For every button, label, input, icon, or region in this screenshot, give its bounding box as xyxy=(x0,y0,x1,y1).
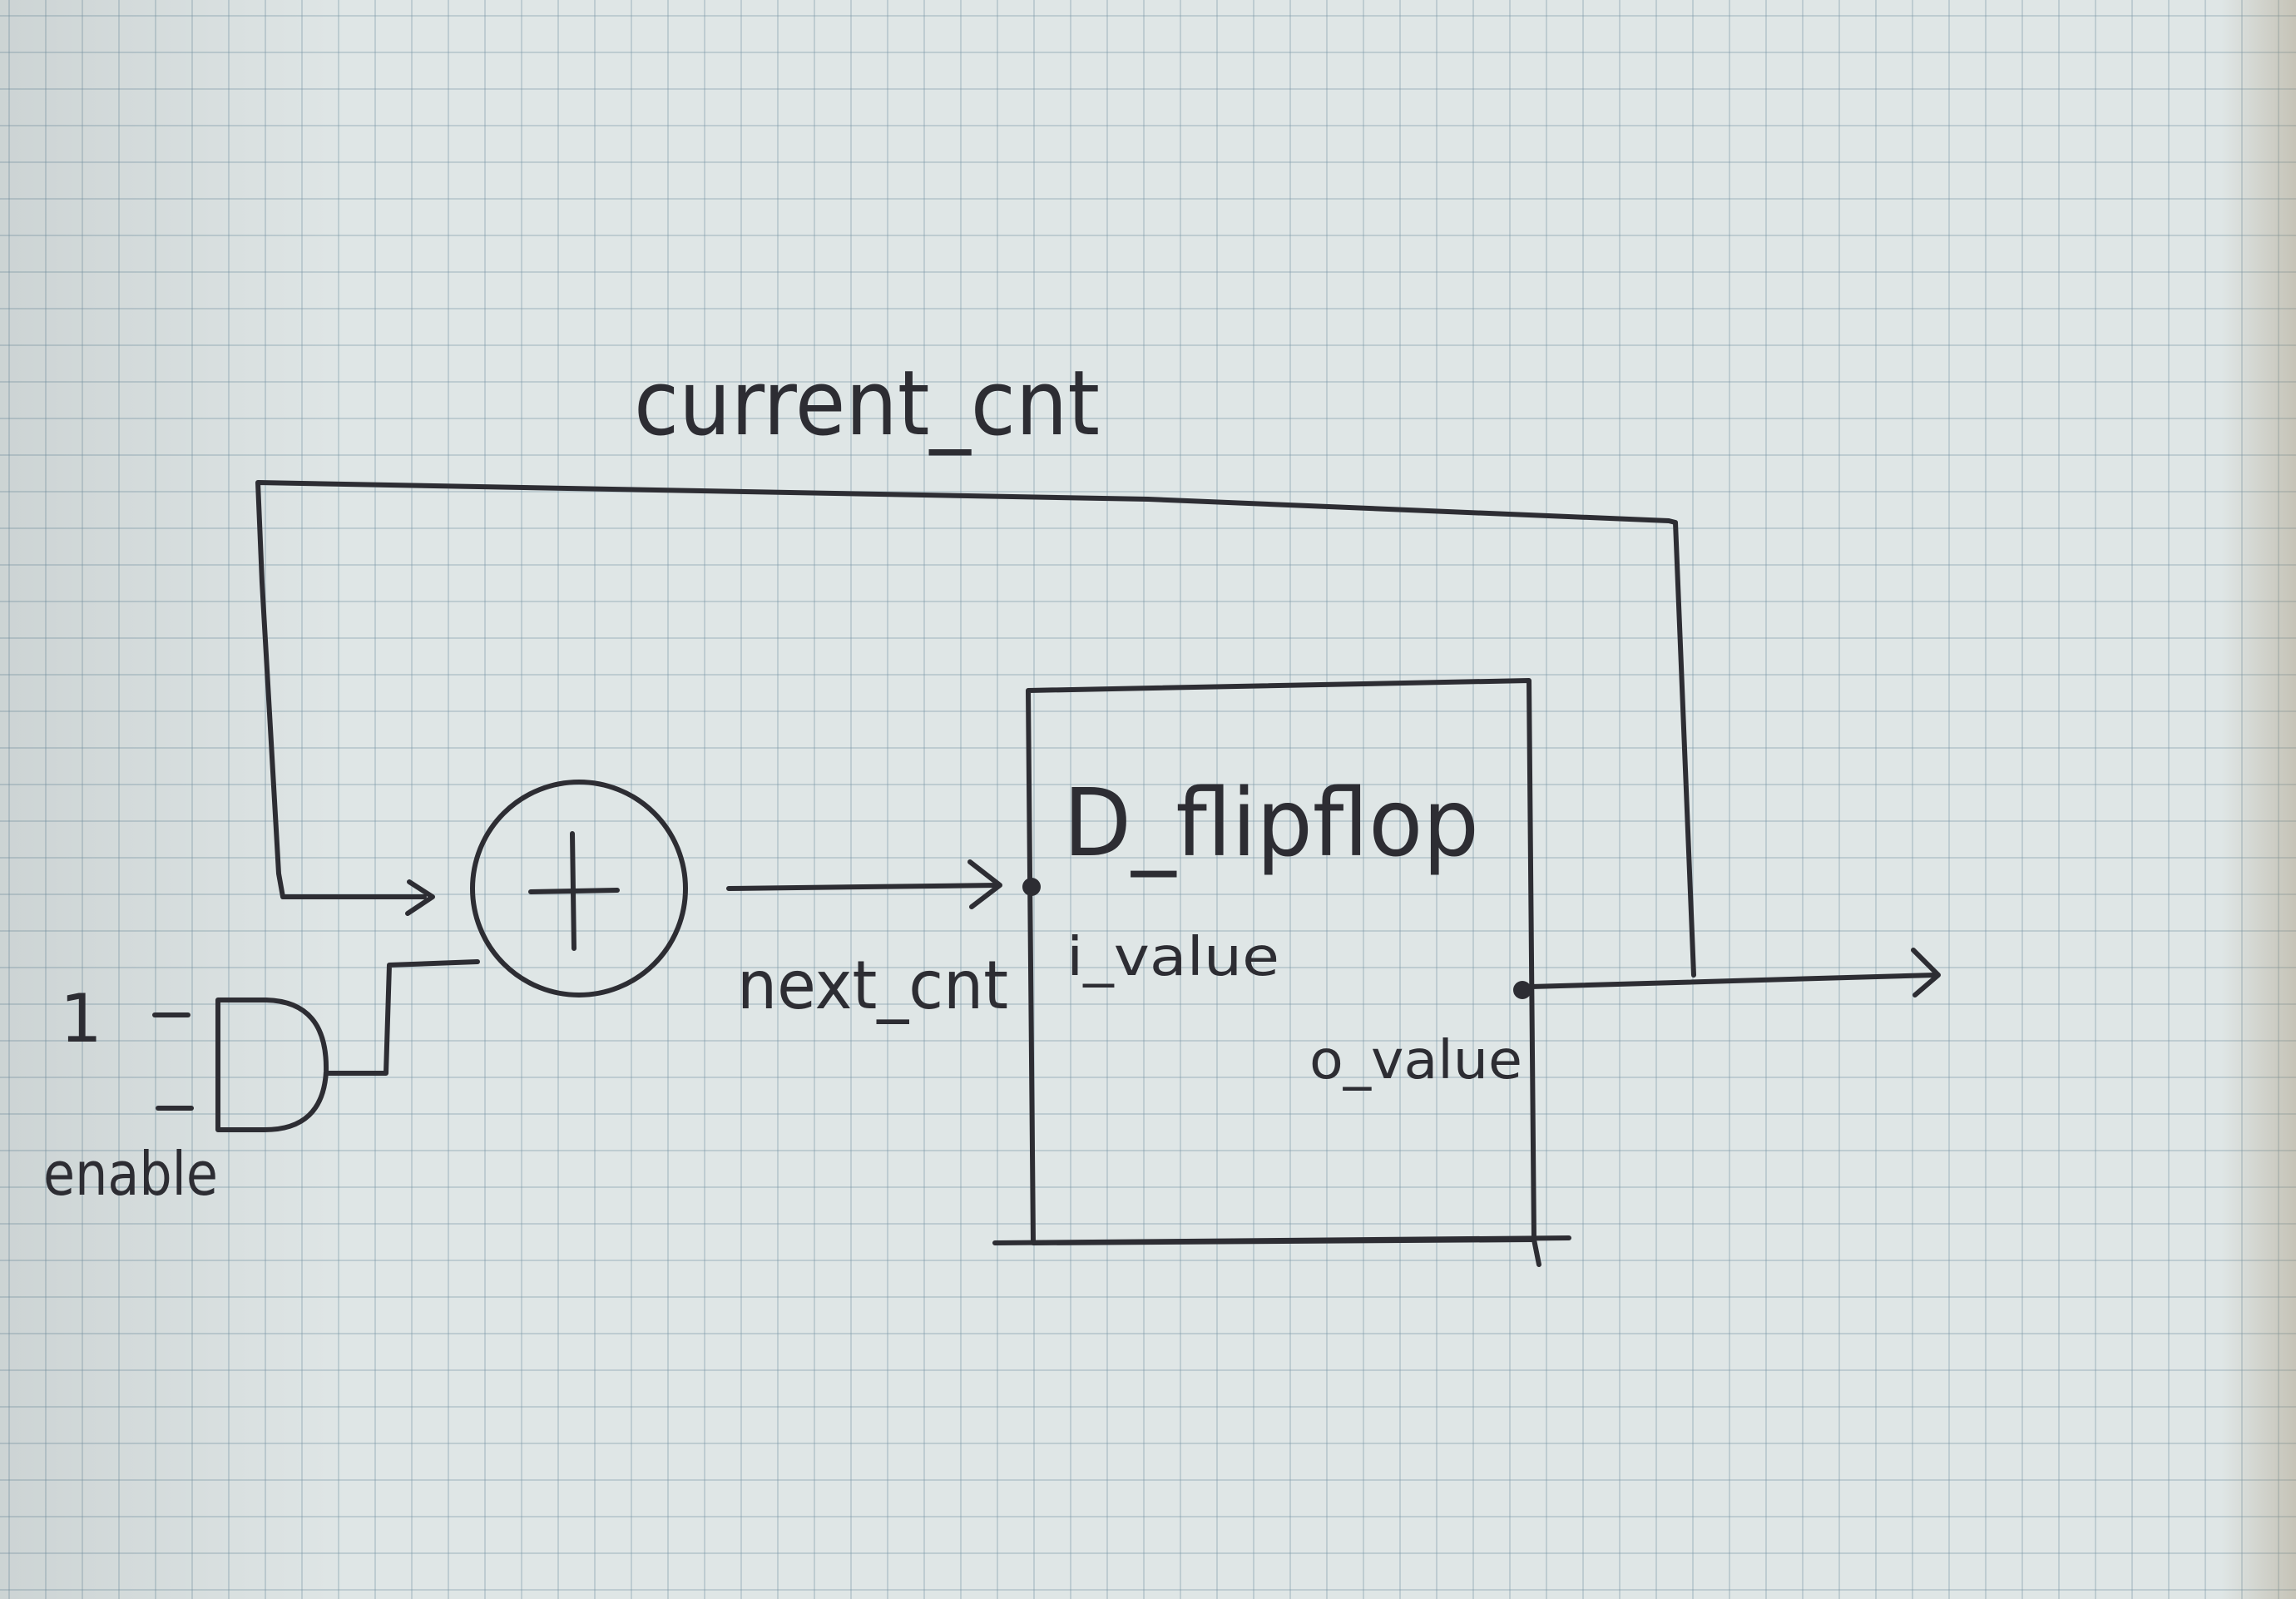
input-port-dot xyxy=(1022,878,1041,896)
and-to-adder-wire xyxy=(324,959,480,1076)
label-current-cnt: current_cnt xyxy=(634,352,1100,456)
label-next-cnt: next_cnt xyxy=(737,947,1008,1024)
d-flipflop-right-tick xyxy=(1531,1237,1541,1267)
adder-circle xyxy=(470,780,688,998)
next-cnt-wire xyxy=(726,883,1001,891)
label-input-port: i_value xyxy=(1066,927,1279,988)
output-port-dot xyxy=(1513,981,1531,999)
feedback-arrow-head xyxy=(405,879,435,916)
label-enable: enable xyxy=(43,1139,218,1209)
label-constant-one: 1 xyxy=(60,980,102,1057)
next-cnt-arrow-head xyxy=(967,859,1002,909)
d-flipflop-bottom-extension xyxy=(992,1235,1571,1245)
feedback-wire-current-cnt xyxy=(255,480,1696,978)
adder-plus-horizontal xyxy=(528,888,620,894)
paper-shadow-left xyxy=(0,0,349,1599)
output-arrow-head xyxy=(1911,948,1941,998)
label-output-port: o_value xyxy=(1309,1030,1522,1092)
output-wire xyxy=(1528,973,1937,989)
label-block-title: D_flipflop xyxy=(1063,770,1479,878)
paper-edge-right xyxy=(2221,0,2296,1599)
and-gate xyxy=(215,998,329,1132)
